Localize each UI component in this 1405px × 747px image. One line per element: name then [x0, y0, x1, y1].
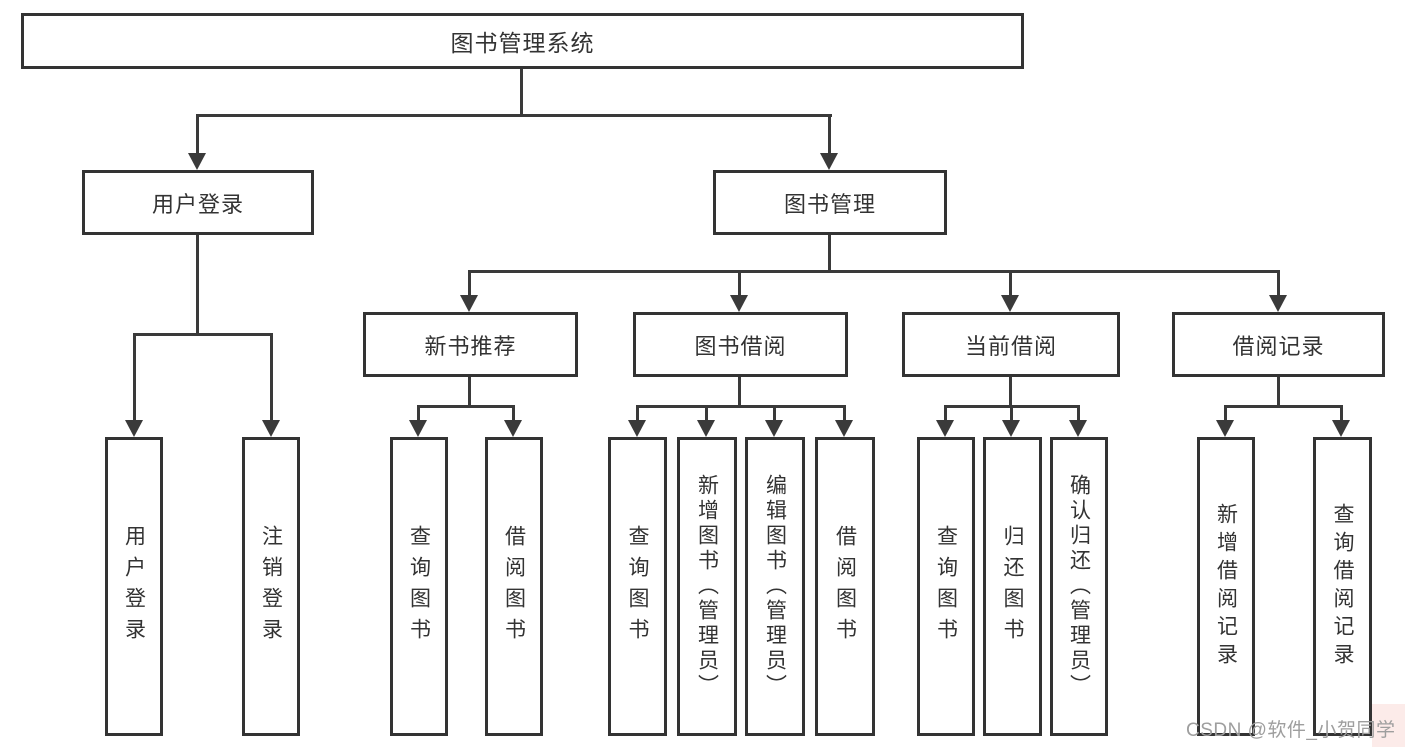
connector-book-borrow-drop: [738, 377, 741, 407]
arrow-to-user-login: [188, 153, 206, 170]
connector-to-book-mgmt: [828, 114, 831, 153]
node-leaf-user-login: 用户登录: [105, 437, 163, 736]
node-leaf-cb-confirm-label: 确认归还（管理员）: [1067, 474, 1091, 699]
connector-to-bb-add: [705, 405, 708, 420]
node-new-book: 新书推荐: [363, 312, 578, 377]
connector-new-book-rail: [417, 405, 515, 408]
node-user-login-label: 用户登录: [151, 191, 244, 217]
arrow-to-book-mgmt: [820, 153, 838, 170]
connector-new-book-drop: [468, 377, 471, 407]
connector-book-mgmt-drop: [828, 235, 831, 272]
arrow-to-cb-confirm: [1069, 420, 1087, 437]
arrow-to-br-add: [1216, 420, 1234, 437]
connector-to-bb-query: [636, 405, 639, 420]
connector-to-cb-confirm: [1077, 405, 1080, 420]
node-book-borrow-label: 图书借阅: [694, 333, 787, 359]
connector-to-borrow-record: [1277, 270, 1280, 295]
node-leaf-cb-query: 查询图书: [917, 437, 975, 736]
node-leaf-bb-edit: 编辑图书（管理员）: [745, 437, 805, 736]
node-leaf-bb-add-label: 新增图书（管理员）: [695, 474, 719, 699]
connector-to-br-add: [1224, 405, 1227, 420]
arrow-to-nb-query: [409, 420, 427, 437]
arrow-to-br-query: [1332, 420, 1350, 437]
connector-to-bb-borrow: [843, 405, 846, 420]
node-current-borrow: 当前借阅: [902, 312, 1120, 377]
node-book-borrow: 图书借阅: [633, 312, 848, 377]
node-leaf-bb-borrow: 借阅图书: [815, 437, 875, 736]
watermark-highlight: [1372, 704, 1405, 747]
connector-borrow-record-rail: [1224, 405, 1343, 408]
node-leaf-cb-return: 归还图书: [983, 437, 1042, 736]
node-leaf-nb-borrow: 借阅图书: [485, 437, 543, 736]
connector-to-br-query: [1340, 405, 1343, 420]
arrow-to-cb-query: [936, 420, 954, 437]
arrow-to-nb-borrow: [504, 420, 522, 437]
node-leaf-logout-label: 注销登录: [259, 524, 283, 649]
node-new-book-label: 新书推荐: [424, 333, 517, 359]
connector-to-book-borrow: [738, 270, 741, 295]
node-leaf-nb-query: 查询图书: [390, 437, 448, 736]
node-leaf-br-query: 查询借阅记录: [1313, 437, 1372, 736]
node-leaf-user-login-label: 用户登录: [122, 524, 146, 649]
arrow-to-bb-borrow: [835, 420, 853, 437]
connector-to-current-borrow: [1009, 270, 1012, 295]
connector-book-borrow-rail: [636, 405, 846, 408]
node-root: 图书管理系统: [21, 13, 1024, 69]
connector-user-login-rail: [133, 333, 273, 336]
arrow-to-cb-return: [1002, 420, 1020, 437]
connector-to-cb-return: [1010, 405, 1013, 420]
node-leaf-cb-query-label: 查询图书: [934, 524, 958, 649]
connector-borrow-record-drop: [1277, 377, 1280, 407]
node-leaf-nb-query-label: 查询图书: [407, 524, 431, 649]
node-root-label: 图书管理系统: [450, 30, 595, 56]
node-book-mgmt: 图书管理: [713, 170, 947, 235]
node-leaf-br-add-label: 新增借阅记录: [1214, 502, 1238, 671]
node-borrow-record-label: 借阅记录: [1232, 333, 1325, 359]
connector-user-login-drop: [196, 235, 199, 335]
connector-root-drop: [520, 69, 523, 117]
node-leaf-br-query-label: 查询借阅记录: [1331, 502, 1354, 671]
connector-level3-rail: [469, 270, 1280, 273]
watermark-text: CSDN @软件_小贺同学: [1186, 720, 1396, 741]
node-leaf-cb-return-label: 归还图书: [1001, 524, 1024, 649]
arrow-to-leaf-user-login: [125, 420, 143, 437]
arrow-to-book-borrow: [730, 295, 748, 312]
node-leaf-bb-query: 查询图书: [608, 437, 667, 736]
node-leaf-nb-borrow-label: 借阅图书: [502, 524, 526, 649]
connector-to-cb-query: [944, 405, 947, 420]
arrow-to-leaf-logout: [262, 420, 280, 437]
node-leaf-logout: 注销登录: [242, 437, 300, 736]
arrow-to-bb-query: [628, 420, 646, 437]
connector-to-bb-edit: [773, 405, 776, 420]
connector-to-nb-query: [417, 405, 420, 420]
arrow-to-current-borrow: [1001, 295, 1019, 312]
arrow-to-bb-edit: [765, 420, 783, 437]
node-current-borrow-label: 当前借阅: [964, 333, 1057, 359]
node-leaf-bb-borrow-label: 借阅图书: [833, 524, 857, 649]
arrow-to-bb-add: [697, 420, 715, 437]
connector-to-new-book: [468, 270, 471, 295]
node-leaf-bb-query-label: 查询图书: [626, 524, 649, 649]
node-leaf-bb-add: 新增图书（管理员）: [677, 437, 737, 736]
node-leaf-br-add: 新增借阅记录: [1197, 437, 1255, 736]
arrow-to-new-book: [460, 295, 478, 312]
arrow-to-borrow-record: [1269, 295, 1287, 312]
connector-to-leaf-user-login: [133, 333, 136, 420]
connector-level2-rail: [196, 114, 832, 117]
connector-to-nb-borrow: [512, 405, 515, 420]
node-leaf-cb-confirm: 确认归还（管理员）: [1050, 437, 1108, 736]
connector-current-borrow-drop: [1009, 377, 1012, 407]
node-user-login: 用户登录: [82, 170, 314, 235]
node-book-mgmt-label: 图书管理: [783, 191, 876, 217]
connector-to-leaf-logout: [270, 333, 273, 420]
node-borrow-record: 借阅记录: [1172, 312, 1385, 377]
node-leaf-bb-edit-label: 编辑图书（管理员）: [763, 474, 787, 699]
connector-to-user-login: [196, 114, 199, 153]
